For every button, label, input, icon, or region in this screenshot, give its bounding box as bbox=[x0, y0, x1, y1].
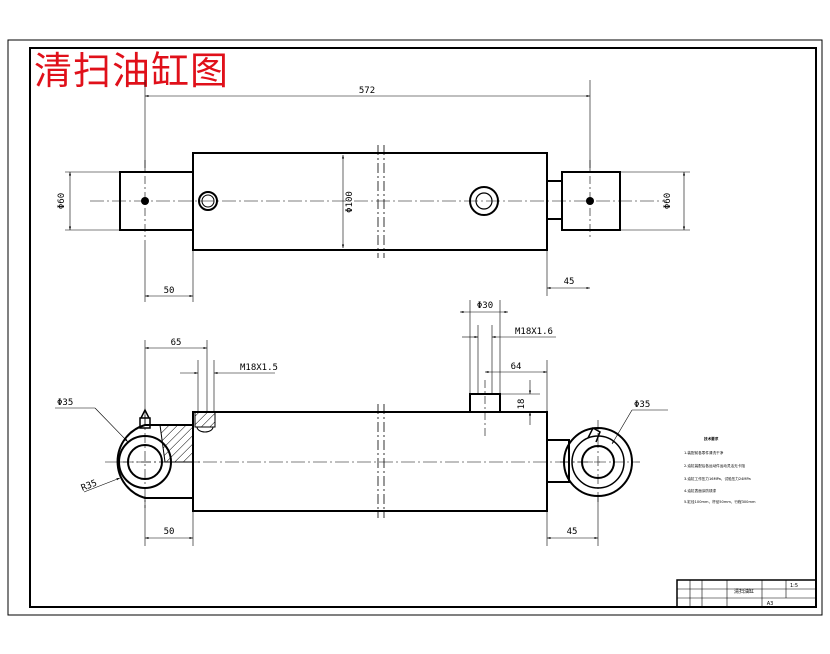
left-ear-section bbox=[116, 424, 194, 499]
title-block: 清扫油缸 1:5 A3 bbox=[676, 579, 817, 608]
notes-line-4: 4.油缸表面涂防锈漆 bbox=[684, 488, 717, 493]
dim-port-offset-left: 65 bbox=[171, 338, 182, 348]
dim-right-ear-height: Φ60 bbox=[663, 193, 673, 209]
dim-pin-hole-right: Φ35 bbox=[634, 400, 650, 410]
technical-notes: 技术要求 1.装配前各零件清洗干净 2.油缸装配后各运动件运动灵活无卡阻 3.油… bbox=[684, 436, 756, 504]
dim-port-offset-right: 64 bbox=[511, 362, 522, 372]
top-port-left bbox=[198, 191, 218, 211]
notes-line-3: 3.油缸工作压力16MPa，试验压力24MPa bbox=[684, 476, 751, 481]
dim-right-ear-offset-top: 45 bbox=[564, 277, 575, 287]
dim-body-dia: Φ100 bbox=[345, 191, 355, 213]
title-block-scale: 1:5 bbox=[790, 583, 798, 589]
drawing-title: 清扫油缸图 bbox=[34, 49, 230, 93]
dim-port-thread-left: M18X1.5 bbox=[240, 363, 278, 373]
notes-heading: 技术要求 bbox=[704, 436, 719, 441]
dim-overall-length: 572 bbox=[359, 86, 375, 96]
outer-border bbox=[7, 39, 823, 616]
dim-port-height: 18 bbox=[517, 399, 527, 410]
notes-line-1: 1.装配前各零件清洗干净 bbox=[684, 450, 724, 455]
dim-port-dia-right: Φ30 bbox=[477, 301, 493, 311]
top-right-ear-neck bbox=[546, 180, 563, 220]
inner-border bbox=[29, 47, 817, 608]
section-cylinder-body bbox=[192, 411, 548, 512]
dim-pin-hole-left: Φ35 bbox=[57, 398, 73, 408]
top-view: Φ100 572 Φ60 Φ60 50 45 bbox=[57, 80, 690, 302]
dim-left-ear-offset-bottom: 50 bbox=[164, 527, 175, 537]
bottom-view: 65 M18X1.5 Φ30 M18X1.6 64 18 Φ35 R3 bbox=[55, 300, 668, 546]
title-block-sheet: A3 bbox=[767, 601, 774, 607]
dim-left-ear-offset-top: 50 bbox=[164, 286, 175, 296]
dim-left-ear-height: Φ60 bbox=[57, 193, 67, 209]
dim-right-ear-offset-bottom: 45 bbox=[567, 527, 578, 537]
notes-line-5: 5.缸径100mm，杆径50mm，行程300mm bbox=[684, 499, 756, 504]
title-block-name: 清扫油缸 bbox=[734, 588, 754, 595]
notes-line-2: 2.油缸装配后各运动件运动灵活无卡阻 bbox=[684, 463, 745, 468]
top-cylinder-body bbox=[192, 152, 548, 251]
dim-port-thread-right: M18X1.6 bbox=[515, 327, 553, 337]
dim-radius-left: R35 bbox=[80, 478, 99, 493]
top-port-right bbox=[469, 186, 499, 216]
